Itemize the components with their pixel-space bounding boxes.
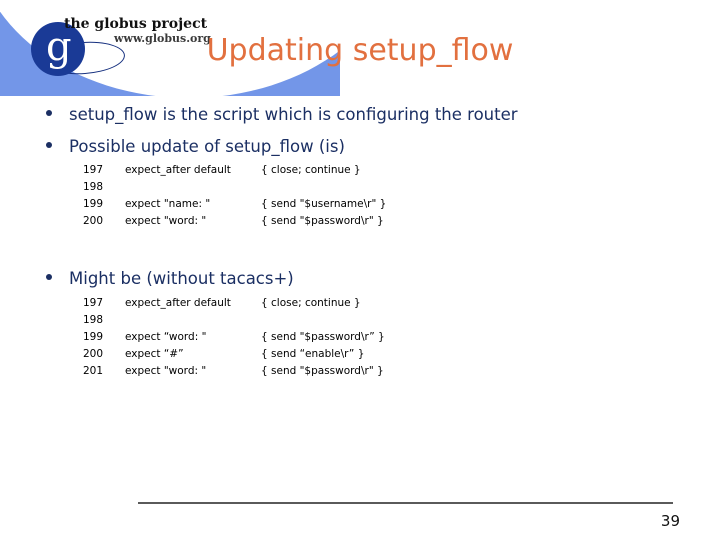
code-line: 199 expect “word: " { send "$password\r”… <box>83 329 385 346</box>
code-action: { close; continue } <box>261 297 361 309</box>
bullet-text: Might be (without tacacs+) <box>69 269 294 288</box>
code-line: 198 <box>83 179 386 196</box>
logo-sphere-icon <box>31 22 85 76</box>
code-action: { send “enable\r” } <box>261 348 365 360</box>
code-line-number: 197 <box>83 164 104 176</box>
footer-divider <box>138 502 673 504</box>
code-line-number: 198 <box>83 181 104 193</box>
code-line: 200 expect "word: " { send "$password\r"… <box>83 213 386 230</box>
list-item: setup_flow is the script which is config… <box>46 105 518 125</box>
code-action: { send "$password\r" } <box>261 365 384 377</box>
code-line-number: 200 <box>83 348 104 360</box>
code-command: expect “word: " <box>125 331 207 343</box>
code-line: 197 expect_after default { close; contin… <box>83 295 385 312</box>
code-line: 197 expect_after default { close; contin… <box>83 162 386 179</box>
logo-title: the globus project <box>64 16 208 32</box>
code-command: expect “#” <box>125 348 184 360</box>
code-action: { send "$password\r” } <box>261 331 385 343</box>
code-line-number: 197 <box>83 297 104 309</box>
code-action: { close; continue } <box>261 164 361 176</box>
code-command: expect "word: " <box>125 215 207 227</box>
list-item: Possible update of setup_flow (is) <box>46 137 345 157</box>
globus-logo: g the globus project www.globus.org <box>24 10 214 77</box>
code-command: expect "name: " <box>125 198 211 210</box>
code-line-number: 201 <box>83 365 104 377</box>
list-item: Might be (without tacacs+) <box>46 269 294 289</box>
logo-url: www.globus.org <box>114 32 211 45</box>
code-line: 201 expect "word: " { send "$password\r"… <box>83 363 385 380</box>
code-line-number: 200 <box>83 215 104 227</box>
code-command: expect_after default <box>125 164 231 176</box>
code-line: 200 expect “#” { send “enable\r” } <box>83 346 385 363</box>
code-line: 198 <box>83 312 385 329</box>
bullet-text: setup_flow is the script which is config… <box>69 105 518 124</box>
code-command: expect_after default <box>125 297 231 309</box>
code-listing-might-be: 197 expect_after default { close; contin… <box>83 295 385 380</box>
code-line-number: 198 <box>83 314 104 326</box>
bullet-dot-icon <box>46 274 52 280</box>
bullet-text: Possible update of setup_flow (is) <box>69 137 345 156</box>
code-line-number: 199 <box>83 198 104 210</box>
page-number: 39 <box>660 512 680 530</box>
logo-letter-g: g <box>46 24 72 70</box>
code-listing-possible-update: 197 expect_after default { close; contin… <box>83 162 386 230</box>
bullet-dot-icon <box>46 110 52 116</box>
code-command: expect "word: " <box>125 365 207 377</box>
code-action: { send "$password\r" } <box>261 215 384 227</box>
code-line: 199 expect "name: " { send "$username\r"… <box>83 196 386 213</box>
page-title: Updating setup_flow <box>206 33 514 68</box>
bullet-dot-icon <box>46 142 52 148</box>
code-action: { send "$username\r" } <box>261 198 387 210</box>
code-line-number: 199 <box>83 331 104 343</box>
slide-body: setup_flow is the script which is config… <box>0 96 720 496</box>
